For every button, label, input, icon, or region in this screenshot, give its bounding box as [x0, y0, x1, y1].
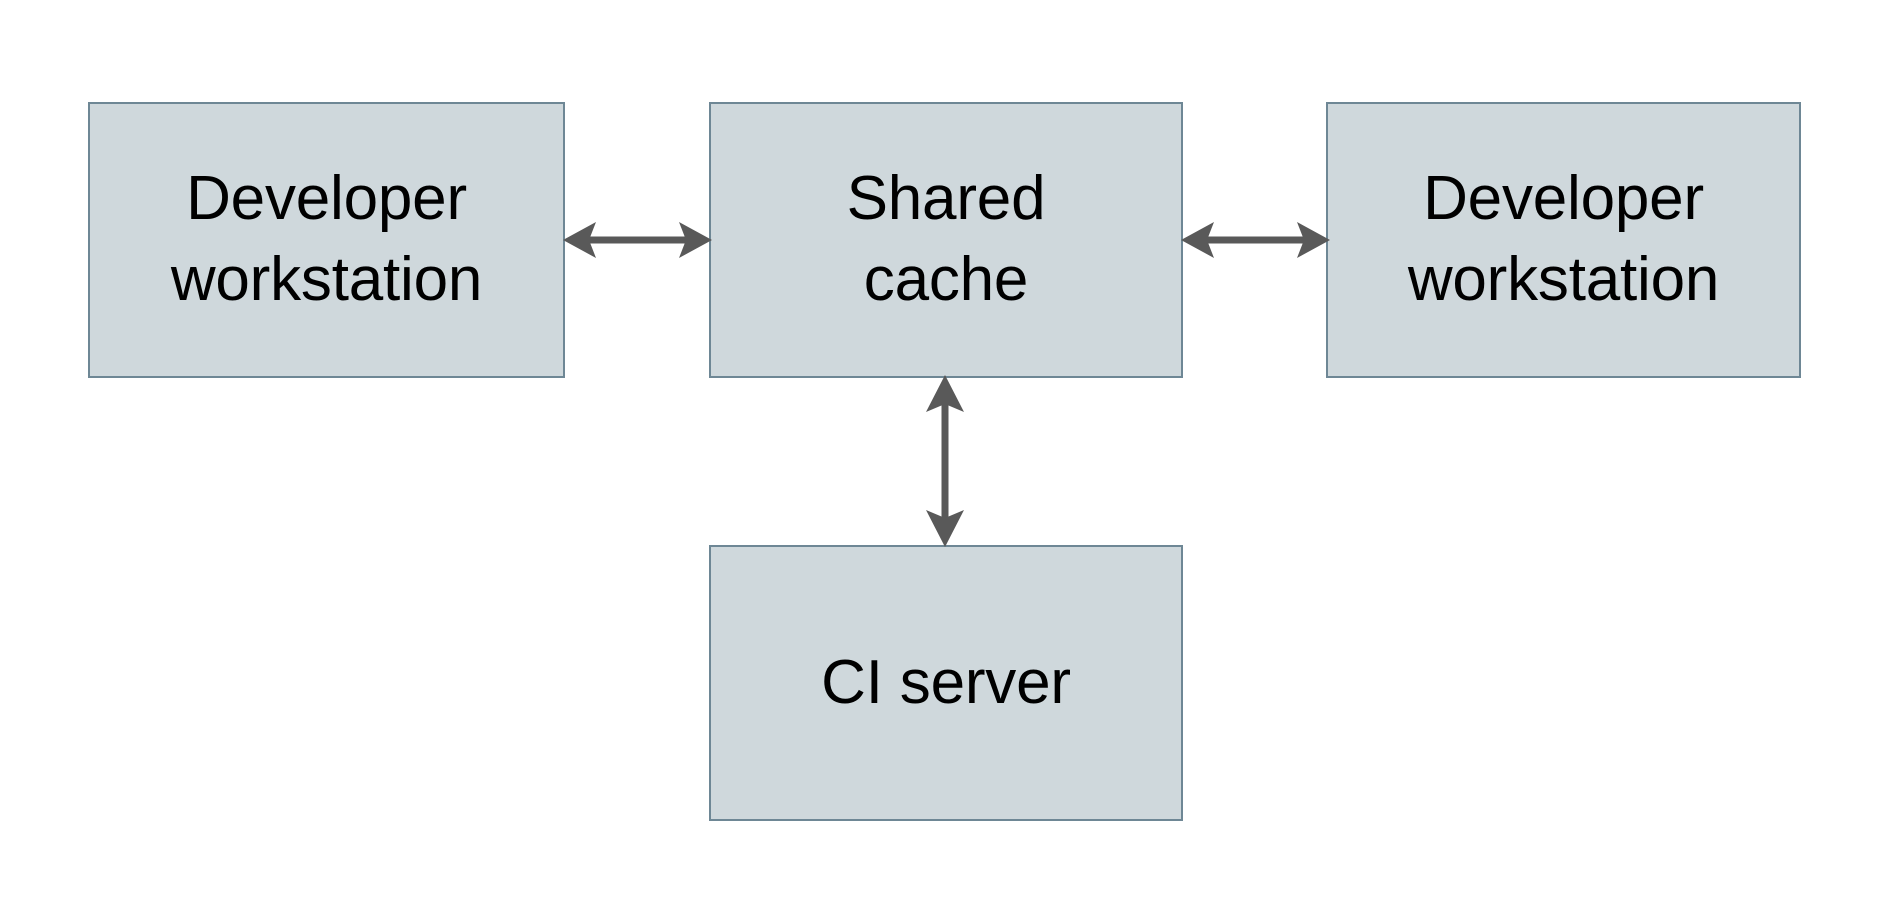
node-shared-cache[interactable]: Shared cache — [709, 102, 1183, 378]
node-developer-workstation-left[interactable]: Developer workstation — [88, 102, 565, 378]
node-label: CI server — [821, 647, 1071, 717]
node-label: Developer workstation — [170, 164, 483, 314]
connector-shared-cache-to-dev-right[interactable] — [1178, 205, 1333, 275]
connector-dev-left-to-shared-cache[interactable] — [560, 205, 715, 275]
double-arrow-icon — [563, 222, 712, 258]
node-label: Shared cache — [846, 164, 1046, 314]
node-developer-workstation-right[interactable]: Developer workstation — [1326, 102, 1801, 378]
connector-shared-cache-to-ci-server[interactable] — [910, 372, 980, 550]
double-arrow-icon — [1181, 222, 1330, 258]
node-ci-server[interactable]: CI server — [709, 545, 1183, 821]
double-arrow-icon — [926, 375, 964, 547]
node-label: Developer workstation — [1407, 164, 1720, 314]
